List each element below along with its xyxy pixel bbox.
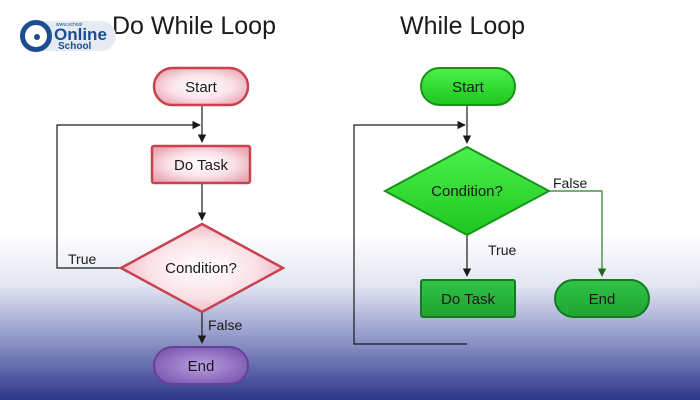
do-while-end-label: End xyxy=(188,358,215,375)
online-school-logo: www.school Online School xyxy=(20,20,116,52)
edge-task-loop-back xyxy=(353,120,467,345)
do-while-false-label: False xyxy=(208,317,242,333)
edge-false-to-end xyxy=(549,190,607,277)
while-end-label: End xyxy=(589,291,616,308)
do-while-task-node xyxy=(150,144,252,185)
do-while-condition-node xyxy=(118,222,286,314)
while-condition-label: Condition? xyxy=(431,183,503,200)
do-while-end-node xyxy=(153,346,249,385)
edge-true-loop-back xyxy=(56,120,201,269)
while-start-label: Start xyxy=(452,79,485,96)
while-true-label: True xyxy=(488,242,516,258)
do-while-task-label: Do Task xyxy=(174,157,228,174)
while-title: While Loop xyxy=(400,12,526,40)
while-false-label: False xyxy=(553,175,587,191)
do-while-title: Do While Loop xyxy=(112,12,276,40)
do-while-flowchart: Start Do Task Condition? End True False xyxy=(56,66,286,385)
while-start-node xyxy=(420,67,516,106)
while-task-label: Do Task xyxy=(441,291,495,308)
while-task-node xyxy=(420,279,516,318)
do-while-start-label: Start xyxy=(185,79,218,96)
while-flowchart: Start Condition? Do Task End True False xyxy=(353,67,650,345)
do-while-true-label: True xyxy=(68,251,96,267)
do-while-condition-label: Condition? xyxy=(165,260,237,277)
logo-o-icon xyxy=(20,20,52,52)
while-end-node xyxy=(554,279,650,318)
do-while-start-node xyxy=(152,66,250,107)
while-condition-node xyxy=(382,145,552,237)
